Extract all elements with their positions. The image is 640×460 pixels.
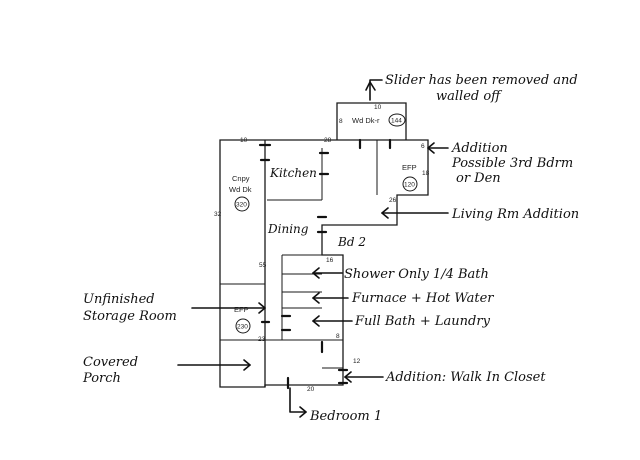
note-unfinished-line1: Unfinished [83,292,155,307]
note-shower: Shower Only 1/4 Bath [344,267,489,282]
dimension-label: 28 [324,137,332,144]
room-label-kitchen: Kitchen [269,166,317,180]
main-outline [219,139,429,388]
arrow-addition-head [427,142,435,154]
note-slider-line2: walled off [436,89,503,104]
exterior-walls [219,102,429,388]
area-circle [235,318,251,334]
note-closet: Addition: Walk In Closet [385,370,546,385]
note-unfinished-line2: Storage Room [83,309,177,324]
room-label-cnpy: Cnpy [232,174,250,183]
room-label-bd2: Bd 2 [337,235,366,249]
note-porch-line2: Porch [82,371,121,386]
arrow-storage-head [258,302,266,314]
note-full-bath: Full Bath + Laundry [354,314,491,329]
arrow-living-head [381,207,389,219]
room-area-efp-right: 120 [404,182,415,189]
dimension-label: 18 [422,170,430,177]
arrow-porch-head [243,359,251,371]
dimension-label: 12 [353,358,361,365]
note-bedroom1: Bedroom 1 [309,409,382,424]
room-labels: Kitchen Dining Bd 2 Cnpy Wd Dk 320 Wd Dk… [229,113,418,334]
dimension-labels: 10 28 10 8 6 18 26 32 55 16 23 8 12 20 [214,104,430,393]
annotation-arrows [177,79,449,418]
dimension-label: 55 [259,262,267,269]
note-furnace: Furnace + Hot Water [351,291,494,306]
dimension-label: 10 [240,137,248,144]
room-label-wd-dk-r: Wd Dk-r [352,116,380,125]
dimension-label: 16 [326,257,334,264]
note-porch-line1: Covered [83,355,138,370]
dimension-label: 23 [258,336,266,343]
room-label-efp-left: EFP [234,305,249,314]
arrow-closet-head [344,371,352,383]
note-addition-line2: Possible 3rd Bdrm [451,156,573,171]
dimension-label: 6 [421,143,425,150]
door-marks [258,138,392,390]
room-label-efp-right: EFP [402,163,417,172]
dimension-label: 8 [339,118,343,125]
note-slider-line1: Slider has been removed and [385,73,578,88]
arrow-bedroom [289,387,307,413]
deck-outline [336,102,407,140]
room-area-efp-left: 230 [237,324,248,331]
note-living-rm: Living Rm Addition [451,207,579,222]
room-label-dining: Dining [267,222,309,236]
arrow-bedroom-head [299,406,307,418]
arrow-fullbath-head [312,315,320,327]
area-circle [388,113,406,127]
dimension-label: 10 [374,104,382,111]
handwritten-notes: Slider has been removed and walled off A… [82,73,579,424]
room-area-cnpy: 320 [236,202,247,209]
area-circle [402,176,418,192]
arrow-slider-head [365,81,376,91]
area-circle [234,196,250,212]
note-addition-line3: or Den [456,171,501,186]
room-area-wd-dk-r: 144 [391,118,402,125]
room-label-wd-dk: Wd Dk [229,185,252,194]
dimension-label: 20 [307,386,315,393]
dimension-label: 8 [336,333,340,340]
note-addition-line1: Addition [451,141,508,156]
dimension-label: 32 [214,211,222,218]
dimension-label: 26 [389,197,397,204]
arrow-shower-head [312,267,320,279]
arrow-slider [369,79,383,101]
arrow-furnace-head [312,292,320,304]
